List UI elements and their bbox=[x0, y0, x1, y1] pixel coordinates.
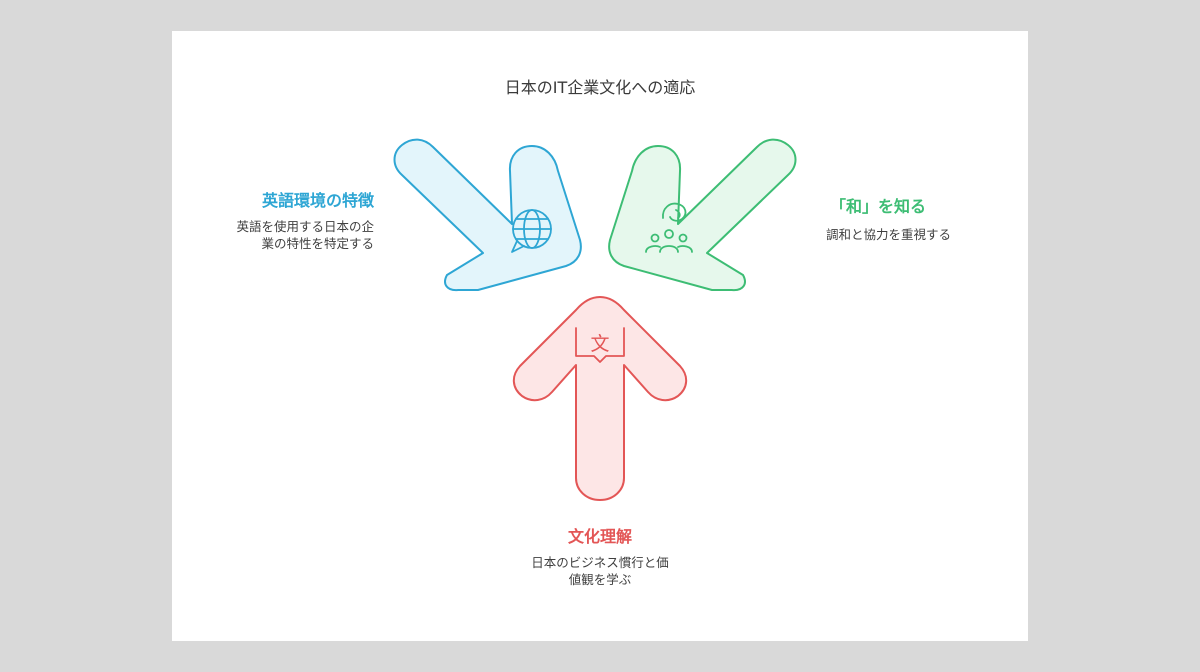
svg-text:文: 文 bbox=[590, 333, 609, 355]
desc-line: 日本のビジネス慣行と価 bbox=[531, 555, 669, 570]
heading-english-environment: 英語環境の特徴 bbox=[261, 191, 374, 210]
globe-chat-icon bbox=[511, 209, 552, 253]
diagram-title: 日本のIT企業文化への適応 bbox=[504, 78, 696, 97]
heading-culture-understanding: 文化理解 bbox=[567, 527, 632, 546]
desc-line: 調和と協力を重視する bbox=[826, 227, 952, 242]
arrow-english bbox=[393, 138, 582, 292]
desc-culture-understanding: 日本のビジネス慣行と価 値観を学ぶ bbox=[510, 554, 690, 588]
heading-wa: 「和」を知る bbox=[830, 197, 927, 216]
arrow-culture bbox=[512, 296, 688, 501]
arrow-wa bbox=[608, 138, 797, 292]
desc-wa: 調和と協力を重視する bbox=[826, 226, 996, 243]
translate-book-icon: 文 bbox=[575, 327, 625, 363]
team-people-icon bbox=[645, 202, 693, 253]
desc-line: 値観を学ぶ bbox=[568, 572, 632, 587]
desc-line: 業の特性を特定する bbox=[261, 236, 374, 251]
desc-english-environment: 英語を使用する日本の企 業の特性を特定する bbox=[214, 218, 374, 252]
desc-line: 英語を使用する日本の企 bbox=[236, 219, 374, 234]
